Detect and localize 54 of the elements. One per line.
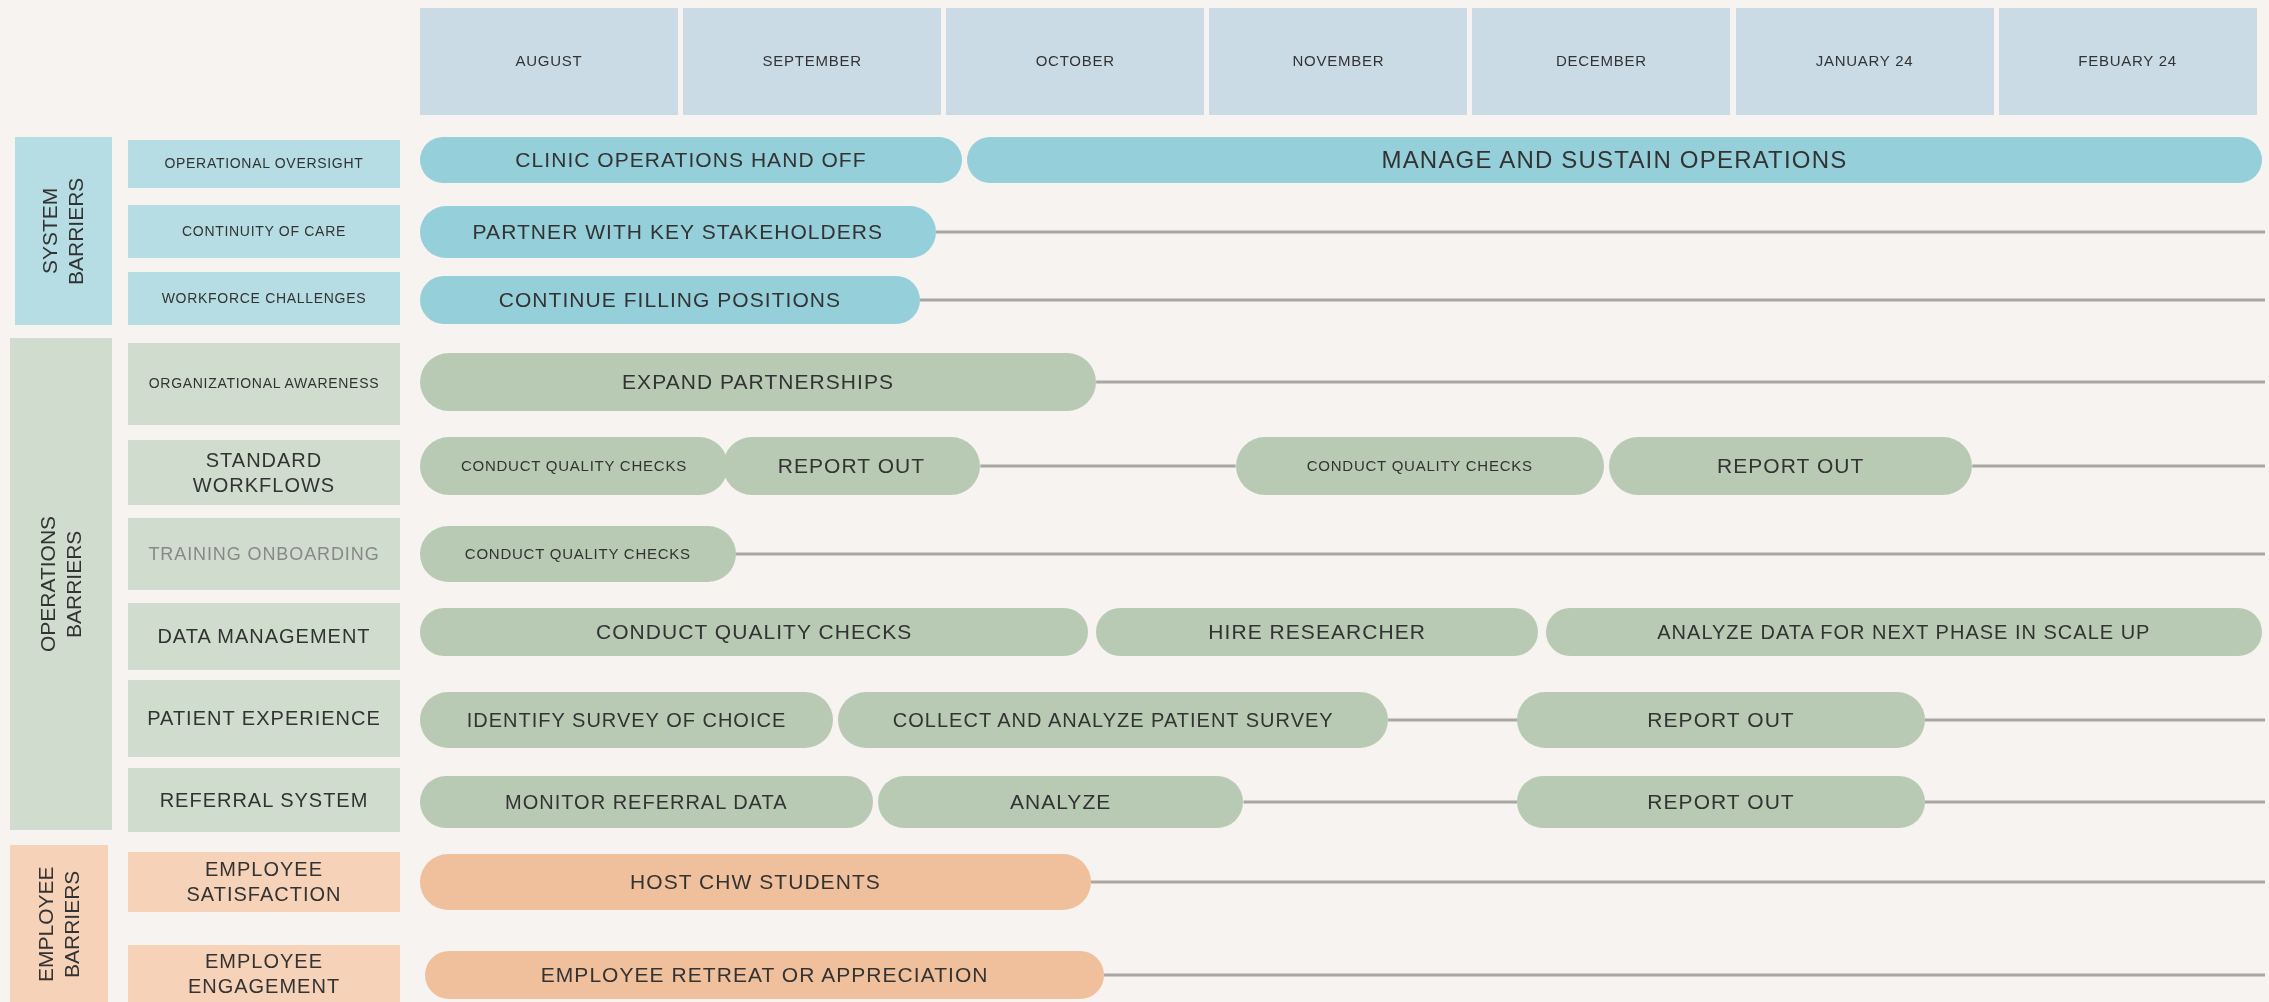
row-label: STANDARD WORKFLOWS (128, 440, 400, 505)
task-pill: PARTNER WITH KEY STAKEHOLDERS (420, 206, 936, 258)
timeline-line (1096, 380, 2265, 384)
task-pill: MANAGE AND SUSTAIN OPERATIONS (967, 137, 2262, 183)
timeline-line (1924, 800, 2265, 804)
task-pill: MONITOR REFERRAL DATA (420, 776, 873, 828)
row-label: DATA MANAGEMENT (128, 603, 400, 670)
row-label: ORGANIZATIONAL AWARENESS (128, 343, 400, 425)
timeline-line (1388, 718, 1518, 722)
timeline-line (935, 230, 2265, 234)
month-header: AUGUST (420, 8, 679, 115)
task-pill: CONDUCT QUALITY CHECKS (420, 526, 736, 582)
month-header: NOVEMBER (1209, 8, 1468, 115)
row-label: EMPLOYEE ENGAGEMENT (128, 945, 400, 1002)
task-pill: EMPLOYEE RETREAT OR APPRECIATION (425, 951, 1105, 999)
task-pill: REPORT OUT (722, 437, 981, 495)
timeline-line (1972, 464, 2265, 468)
group-band: SYSTEM BARRIERS (15, 137, 112, 325)
timeline-line (1104, 973, 2265, 977)
timeline-line (1243, 800, 1518, 804)
task-pill: IDENTIFY SURVEY OF CHOICE (420, 692, 834, 748)
timeline-line (919, 298, 2265, 302)
task-pill: REPORT OUT (1517, 692, 1925, 748)
task-pill: CONDUCT QUALITY CHECKS (420, 437, 728, 495)
task-pill: REPORT OUT (1609, 437, 1973, 495)
task-pill: CONDUCT QUALITY CHECKS (420, 608, 1089, 656)
month-header: OCTOBER (946, 8, 1205, 115)
timeline-line (1090, 880, 2265, 884)
row-label: EMPLOYEE SATISFACTION (128, 852, 400, 912)
row-label: PATIENT EXPERIENCE (128, 680, 400, 757)
task-pill: COLLECT AND ANALYZE PATIENT SURVEY (838, 692, 1389, 748)
row-label: CONTINUITY OF CARE (128, 205, 400, 258)
row-label: TRAINING ONBOARDING (128, 518, 400, 590)
task-pill: ANALYZE DATA FOR NEXT PHASE IN SCALE UP (1546, 608, 2262, 656)
task-pill: EXPAND PARTNERSHIPS (420, 353, 1097, 411)
month-header: DECEMBER (1472, 8, 1731, 115)
row-label: REFERRAL SYSTEM (128, 768, 400, 832)
group-band: EMPLOYEE BARRIERS (10, 845, 108, 1002)
task-pill: CONDUCT QUALITY CHECKS (1235, 437, 1604, 495)
timeline-line (735, 552, 2265, 556)
task-pill: HIRE RESEARCHER (1096, 608, 1539, 656)
timeline-line (980, 464, 1236, 468)
row-label: OPERATIONAL OVERSIGHT (128, 140, 400, 188)
row-label: WORKFORCE CHALLENGES (128, 272, 400, 325)
task-pill: ANALYZE (877, 776, 1244, 828)
month-header: JANUARY 24 (1735, 8, 1994, 115)
month-header: SEPTEMBER (683, 8, 942, 115)
task-pill: HOST CHW STUDENTS (420, 854, 1091, 910)
task-pill: REPORT OUT (1517, 776, 1925, 828)
group-band: OPERATIONS BARRIERS (10, 338, 112, 830)
timeline-line (1924, 718, 2265, 722)
month-header: FEBUARY 24 (1998, 8, 2257, 115)
task-pill: CLINIC OPERATIONS HAND OFF (420, 137, 962, 183)
task-pill: CONTINUE FILLING POSITIONS (420, 276, 920, 324)
